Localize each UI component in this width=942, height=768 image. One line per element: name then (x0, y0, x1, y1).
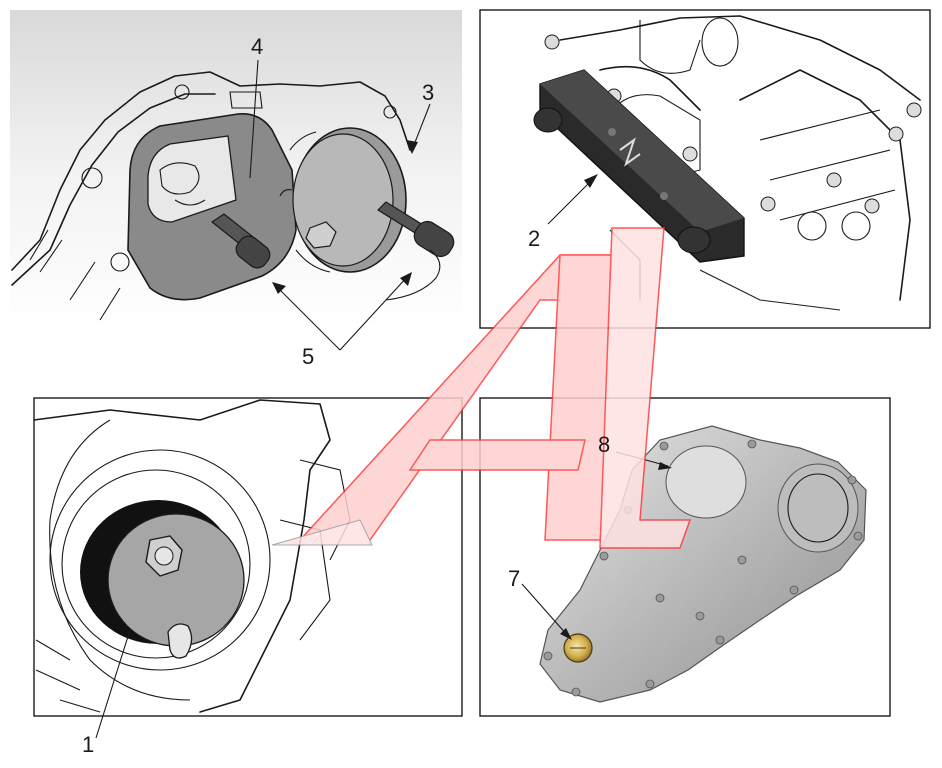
watermark-logo (271, 227, 692, 549)
locking-pin (167, 623, 193, 659)
cover-plug-8 (665, 445, 747, 519)
callout-4: 4 (251, 34, 263, 59)
callout-2: 2 (528, 226, 540, 251)
callout-5: 5 (302, 344, 314, 369)
callout-7: 7 (508, 566, 520, 591)
bolt-heads (544, 34, 922, 214)
hex-bolt (305, 221, 337, 249)
pin-knob-right (413, 220, 455, 258)
callout-1: 1 (82, 732, 94, 757)
panel-top-right (479, 9, 931, 329)
pin-knob-left (235, 235, 271, 269)
camshaft-alignment-bar (533, 69, 745, 263)
panel-bottom-right (479, 397, 891, 717)
callout-8: 8 (598, 432, 610, 457)
panel-top-left (10, 10, 462, 351)
panel-bottom-left (33, 397, 463, 739)
callout-3: 3 (422, 80, 434, 105)
cover-bolt-holes (543, 439, 863, 697)
